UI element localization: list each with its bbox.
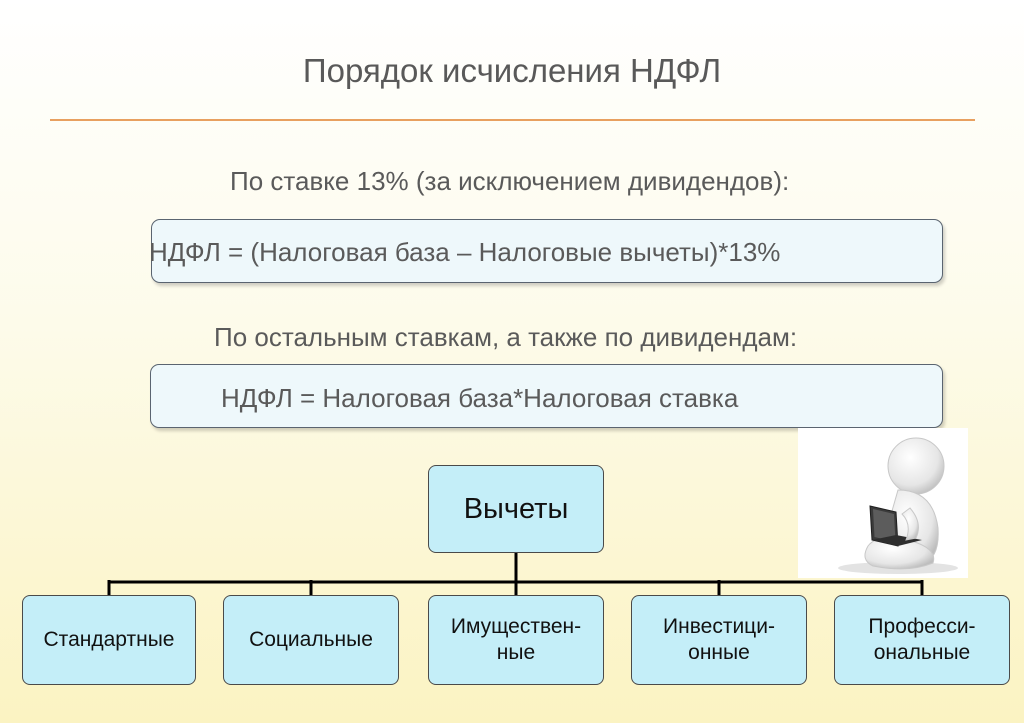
other-rates-caption: По остальным ставкам, а также по дивиден… bbox=[214, 322, 798, 352]
node-social: Социальные bbox=[223, 595, 399, 685]
formula-other-box: НДФЛ = Налоговая база*Налоговая ставка bbox=[150, 364, 943, 428]
rate13-caption: По ставке 13% (за исключением дивидендов… bbox=[230, 166, 790, 196]
illustration-panel bbox=[798, 428, 968, 578]
node-investment: Инвестици- онные bbox=[631, 595, 807, 685]
node-label-line1: Социальные bbox=[249, 627, 373, 651]
node-professional: Професси- ональные bbox=[834, 595, 1010, 685]
deductions-root-node: Вычеты bbox=[428, 465, 604, 553]
page-title: Порядок исчисления НДФЛ bbox=[302, 52, 722, 89]
node-label-line1: Професси- bbox=[868, 614, 976, 638]
node-property: Имуществен- ные bbox=[428, 595, 604, 685]
root-label: Вычеты bbox=[463, 492, 569, 525]
formula-13-text: НДФЛ = (Налоговая база – Налоговые вычет… bbox=[149, 237, 781, 267]
node-label-line2: ональные bbox=[873, 641, 971, 664]
node-label-line1: Стандартные bbox=[43, 627, 175, 651]
formula-13-box: НДФЛ = (Налоговая база – Налоговые вычет… bbox=[149, 219, 943, 283]
node-label-line2: ные bbox=[496, 641, 536, 664]
node-label-line1: Имуществен- bbox=[450, 614, 582, 638]
person-with-laptop-icon bbox=[838, 437, 958, 574]
title-divider bbox=[50, 119, 975, 121]
node-label-line2: онные bbox=[688, 641, 750, 664]
node-label-line1: Инвестици- bbox=[663, 614, 775, 638]
node-standard: Стандартные bbox=[22, 595, 196, 685]
